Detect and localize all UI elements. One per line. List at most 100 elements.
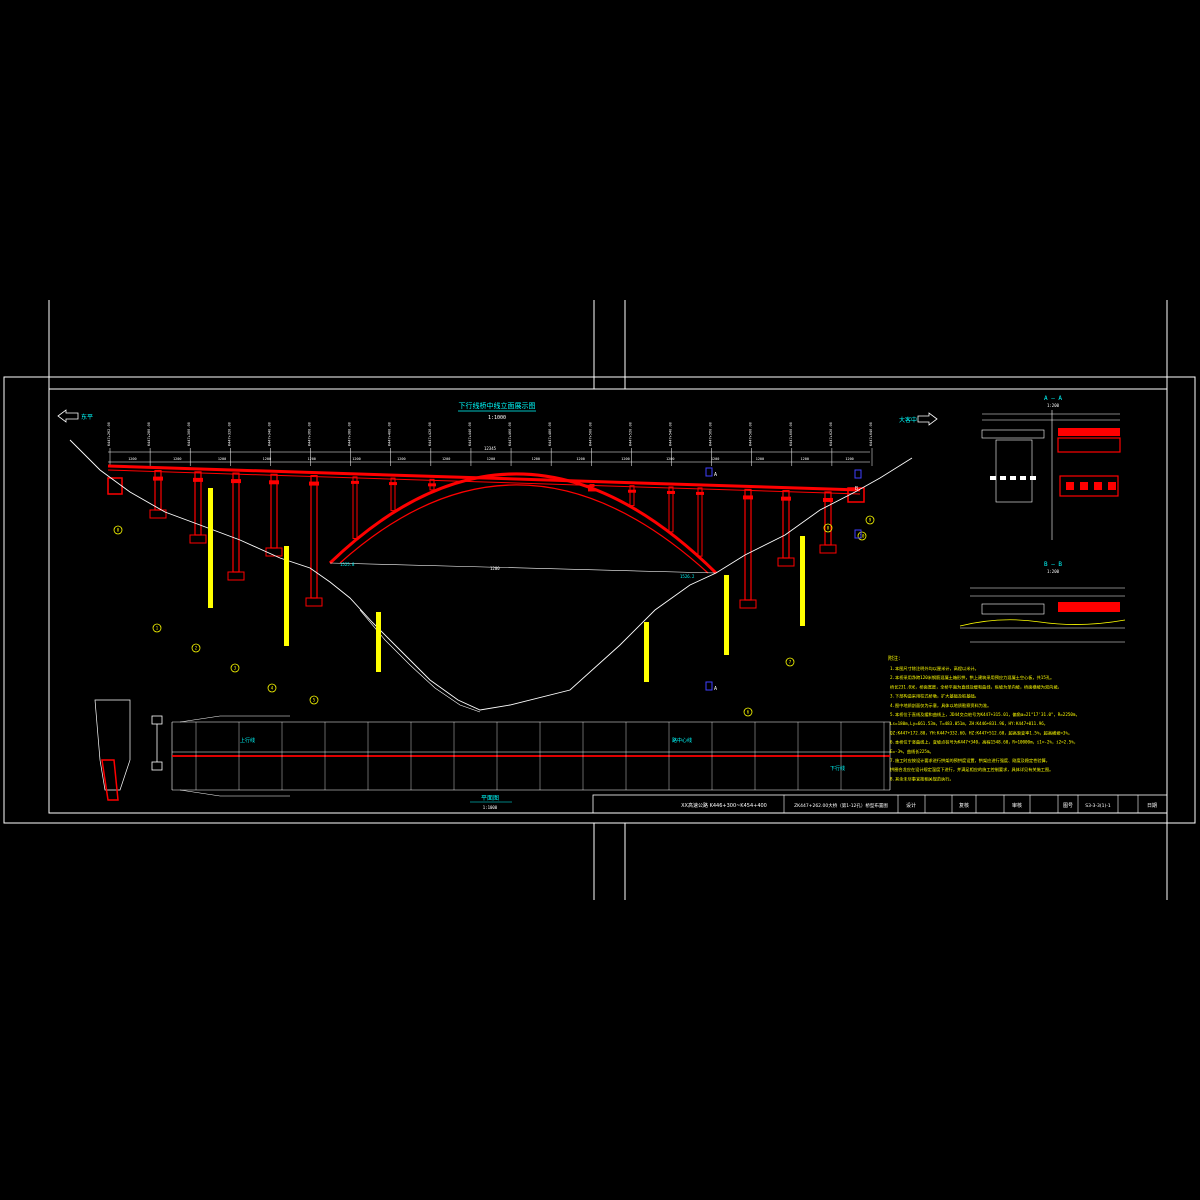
note-line: 5.本桥位于直线及缓和曲线上，JD44交点桩号为K447+315.01，偏角α=… xyxy=(890,711,1080,718)
spandrel-column xyxy=(629,485,635,507)
pier-footing xyxy=(777,557,795,567)
plan-down-label: 下行线 xyxy=(830,765,845,772)
note-line: 8.其余未尽事宜按相关规范执行。 xyxy=(890,775,954,782)
station-label: K447+300.00 xyxy=(187,422,191,446)
spandrel-column xyxy=(697,487,703,557)
station-label: K447+380.00 xyxy=(348,422,352,446)
span-label: 1200 xyxy=(756,457,764,461)
span-label: 1200 xyxy=(218,457,226,461)
pier-column xyxy=(744,488,752,601)
span-label: 1200 xyxy=(711,457,719,461)
plan-up-label: 上行线 xyxy=(240,737,255,744)
station-label: K447+580.00 xyxy=(749,422,753,446)
arch-annotations: 1525.8 1526.2 1200 xyxy=(340,562,695,579)
pier-column xyxy=(310,474,318,599)
pier-cap xyxy=(193,477,203,482)
note-line: 3.下部构造采用柱式桥墩，扩大基础及桩基础。 xyxy=(890,693,979,700)
span-label: 1200 xyxy=(263,457,271,461)
pier-number: 4 xyxy=(271,686,274,691)
tb-review: 审核 xyxy=(1012,802,1022,809)
pier-cap xyxy=(823,497,833,502)
pier-circle xyxy=(230,663,240,673)
station-labels: K447+262.00 K447+280.00 K447+300.00 K447+32… xyxy=(107,422,873,466)
plan-view xyxy=(171,715,891,797)
tb-project: XX高速公路 K446+300~K454+400 xyxy=(681,802,767,809)
plan-line-label: 路中心线 xyxy=(672,737,692,744)
station-label: K447+600.00 xyxy=(789,422,793,446)
span-label: 1200 xyxy=(845,457,853,461)
pier-footing xyxy=(227,571,245,581)
note-line: QZ:K447+172.80，YH:K447+332.60，HZ:K447+51… xyxy=(890,729,1072,736)
marker-a-top: A xyxy=(714,472,717,478)
pier-column xyxy=(154,469,162,511)
title-block: XX高速公路 K446+300~K454+400 ZK447+262.00大桥（… xyxy=(592,794,1168,814)
station-label: K447+420.00 xyxy=(428,422,432,446)
station-label: K447+280.00 xyxy=(147,422,151,446)
span-label: 1200 xyxy=(128,457,136,461)
tb-date: 日期 xyxy=(1147,803,1157,809)
section-bb-title: B — B xyxy=(1044,561,1062,568)
station-label: K447+620.00 xyxy=(829,422,833,446)
section-bb: B — B 1:200 xyxy=(959,561,1126,643)
station-label: K447+340.00 xyxy=(267,422,271,446)
station-label: K447+262.00 xyxy=(107,422,111,446)
station-label: K447+400.00 xyxy=(388,422,392,446)
note-line: 1.本图尺寸除注明外均以厘米计，高程以米计。 xyxy=(890,665,979,672)
note-line: 7.施工时应按设计要求进行拱架的预拱度设置，拱架应进行强度、刚度及稳定性验算， xyxy=(890,757,1050,764)
spandrel-column xyxy=(352,476,358,539)
station-label: K447+640.00 xyxy=(869,422,873,446)
pier-cap xyxy=(743,495,753,500)
pier-footing xyxy=(739,599,757,609)
pier-number: 8 xyxy=(827,526,830,531)
tb-sheet-label: 图号 xyxy=(1063,803,1073,809)
pier-number: 10 xyxy=(860,534,865,539)
marker-a-bottom: A xyxy=(714,686,717,692)
spandrel-column xyxy=(390,477,396,512)
direction-right-arrow: 大客中 xyxy=(899,412,938,426)
pier-number: 7 xyxy=(789,660,792,665)
spandrel-cap xyxy=(588,488,596,492)
station-label: K447+560.00 xyxy=(709,422,713,446)
section-markers: A A B xyxy=(705,467,862,692)
approach-piers xyxy=(149,469,837,609)
dimension-lines xyxy=(108,451,870,463)
pier-cap xyxy=(231,479,241,484)
pier-footing xyxy=(305,597,323,607)
pier-cap xyxy=(153,476,163,481)
sheet-frame xyxy=(3,300,1196,900)
station-label: K447+320.00 xyxy=(227,422,231,446)
span-label: 1200 xyxy=(532,457,540,461)
pier-number: 9 xyxy=(869,518,872,523)
plan-scale: 1:1000 xyxy=(483,805,498,810)
note-line: 拱圈合龙应在设计规定温度下进行，并满足相应的施工控制要求，具体详见有关施工图。 xyxy=(890,766,1053,773)
pier-cap xyxy=(269,480,279,485)
span-label: 1200 xyxy=(621,457,629,461)
note-line: Ls=180m,Ly=661.53m，T=483.051m，ZH:K446+83… xyxy=(890,721,1048,727)
span-label: 1200 xyxy=(442,457,450,461)
pier-circle xyxy=(152,623,162,633)
pier-circle xyxy=(113,525,123,535)
left-end-detail xyxy=(94,699,131,801)
spandrel-column xyxy=(589,483,595,487)
pier-circle xyxy=(309,695,319,705)
pier-circle xyxy=(857,531,867,541)
notes-block: 附注： 1.本图尺寸除注明外均以厘米计，高程以米计。2.本桥采用净跨120米钢筋… xyxy=(888,655,1080,782)
direction-right-label: 大客中 xyxy=(899,416,917,424)
note-line: 2.本桥采用净跨120米钢筋混凝土箱形拱，拱上建筑采用预应力混凝土空心板，共15… xyxy=(890,674,1054,681)
tb-check: 复核 xyxy=(959,802,969,809)
main-arch xyxy=(328,472,718,575)
plan-left-symbols xyxy=(151,715,163,771)
tb-design: 设计 xyxy=(906,802,916,809)
span-label: 1200 xyxy=(576,457,584,461)
svg-text:1525.8: 1525.8 xyxy=(340,562,355,567)
elevation-title-text: 下行线桥中线立面展示图 xyxy=(459,401,536,410)
pier-circle xyxy=(865,515,875,525)
elevation-title-scale: 1:1000 xyxy=(488,415,506,421)
station-label: K447+520.00 xyxy=(628,422,632,446)
pier-number: 1 xyxy=(156,626,159,631)
span-label: 1200 xyxy=(487,457,495,461)
pier-circle xyxy=(743,707,753,717)
pier-footing xyxy=(819,544,837,554)
pier-number: 6 xyxy=(747,710,750,715)
